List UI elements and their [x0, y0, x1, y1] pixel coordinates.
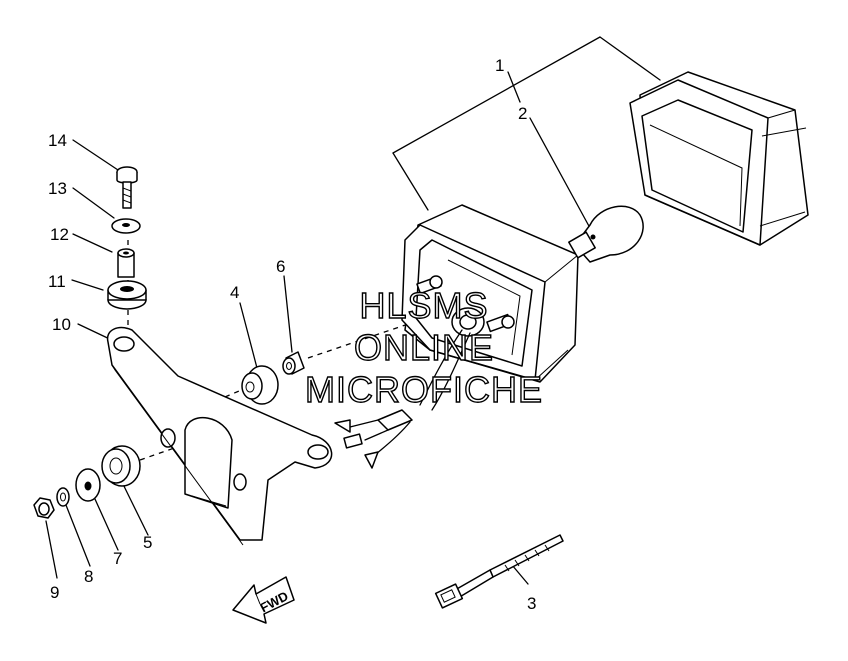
watermark: HLSMS ONLINE MICROFICHE — [304, 284, 543, 410]
callout-3: 3 — [527, 594, 536, 613]
watermark-line-1: HLSMS — [359, 285, 488, 326]
callout-numbers: 1 2 3 4 5 6 7 8 9 10 11 12 13 14 — [48, 56, 536, 613]
callout-13: 13 — [48, 179, 67, 198]
wire-harness — [334, 409, 413, 469]
callout-8: 8 — [84, 567, 93, 586]
callout-10: 10 — [52, 315, 71, 334]
bulb-socket — [416, 275, 515, 411]
callout-6: 6 — [276, 257, 285, 276]
nut-9 — [33, 497, 55, 519]
callout-5: 5 — [143, 533, 152, 552]
spring-washer-8 — [56, 487, 70, 507]
bracket — [106, 326, 333, 546]
collar-5 — [101, 445, 141, 487]
callout-2: 2 — [518, 104, 527, 123]
callout-11: 11 — [48, 272, 66, 291]
leader-lines — [45, 36, 661, 585]
callout-1: 1 — [495, 56, 504, 75]
fwd-arrow-icon: FWD — [232, 576, 295, 624]
washer-13 — [111, 218, 141, 234]
lens-cover — [629, 71, 809, 246]
callout-12: 12 — [50, 225, 69, 244]
watermark-line-2: ONLINE — [354, 327, 494, 368]
watermark-line-3: MICROFICHE — [305, 369, 543, 410]
callout-9: 9 — [50, 583, 59, 602]
cable-band — [434, 534, 564, 609]
collar-12 — [117, 248, 135, 278]
bulb — [568, 205, 644, 263]
damper-11 — [107, 280, 147, 310]
bolt — [116, 166, 138, 209]
collar — [282, 351, 305, 375]
grommet — [241, 365, 279, 405]
washer-7 — [75, 468, 101, 502]
callout-7: 7 — [113, 549, 122, 568]
taillight-housing — [401, 204, 579, 383]
callout-4: 4 — [230, 283, 239, 302]
callout-14: 14 — [48, 131, 67, 150]
